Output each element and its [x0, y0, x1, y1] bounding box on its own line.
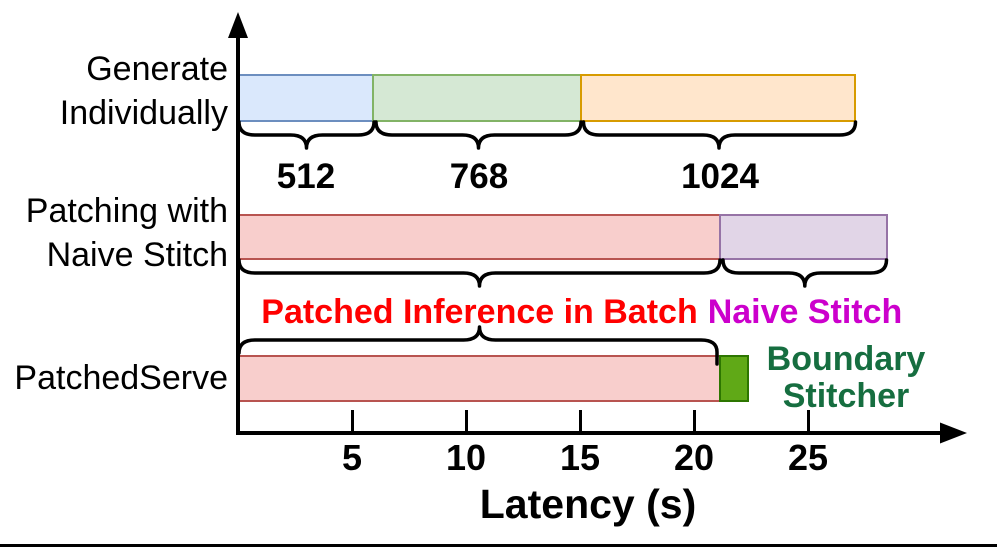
row-label-line: Individually	[59, 94, 228, 132]
bar-segment-boundary-stitcher	[718, 355, 749, 402]
brace-768	[374, 120, 583, 150]
brace-naive-stitch	[721, 258, 889, 288]
row-label-patchedserve: PatchedServe	[0, 356, 228, 400]
bar-segment-patched-inference-in-batch	[238, 355, 722, 402]
bottom-rule	[0, 544, 997, 547]
row-label-line: Naive Stitch	[46, 236, 228, 274]
x-axis-tick	[806, 410, 810, 433]
bar-segment-1024	[579, 74, 856, 122]
brace-1024	[581, 120, 858, 150]
x-axis-tick	[578, 410, 582, 433]
brace-patched-inference-row3	[237, 325, 719, 366]
x-axis-title: Latency (s)	[479, 481, 697, 527]
size-label-512: 512	[276, 157, 336, 196]
x-axis-arrowhead-icon	[940, 422, 967, 444]
size-label-1024: 1024	[681, 157, 759, 196]
bar-segment-768	[372, 74, 583, 122]
x-axis-tick-label: 25	[787, 437, 829, 478]
bar-segment-patched-inference-in-batch	[238, 214, 722, 260]
row-label-line: Generate	[86, 50, 228, 88]
row-label-line: Patching with	[25, 192, 228, 230]
size-label-768: 768	[449, 157, 509, 196]
x-axis-tick	[692, 410, 696, 433]
brace-patched-inference-row2	[237, 258, 722, 288]
row-label-generate-individually: Generate Individually	[0, 47, 228, 135]
x-axis-tick-label: 10	[445, 437, 487, 478]
x-axis-tick-label: 20	[673, 437, 715, 478]
x-axis-tick	[464, 410, 468, 433]
row-label-patching-naive-stitch: Patching with Naive Stitch	[0, 189, 228, 277]
boundary-stitcher-line: Stitcher	[782, 377, 910, 415]
patched-inference-label: Patched Inference in Batch	[261, 293, 698, 331]
naive-stitch-label: Naive Stitch	[707, 293, 903, 331]
bar-segment-512	[238, 74, 375, 122]
y-axis-arrowhead-icon	[228, 12, 248, 38]
boundary-stitcher-label: Boundary Stitcher	[755, 341, 937, 415]
x-axis-tick-label: 15	[559, 437, 601, 478]
brace-512	[237, 120, 376, 150]
boundary-stitcher-line: Boundary	[766, 340, 926, 378]
x-axis-tick	[350, 410, 354, 433]
bar-segment-naive-stitch	[718, 214, 888, 260]
row-label-line: PatchedServe	[14, 359, 228, 397]
x-axis-tick-label: 5	[341, 437, 363, 478]
